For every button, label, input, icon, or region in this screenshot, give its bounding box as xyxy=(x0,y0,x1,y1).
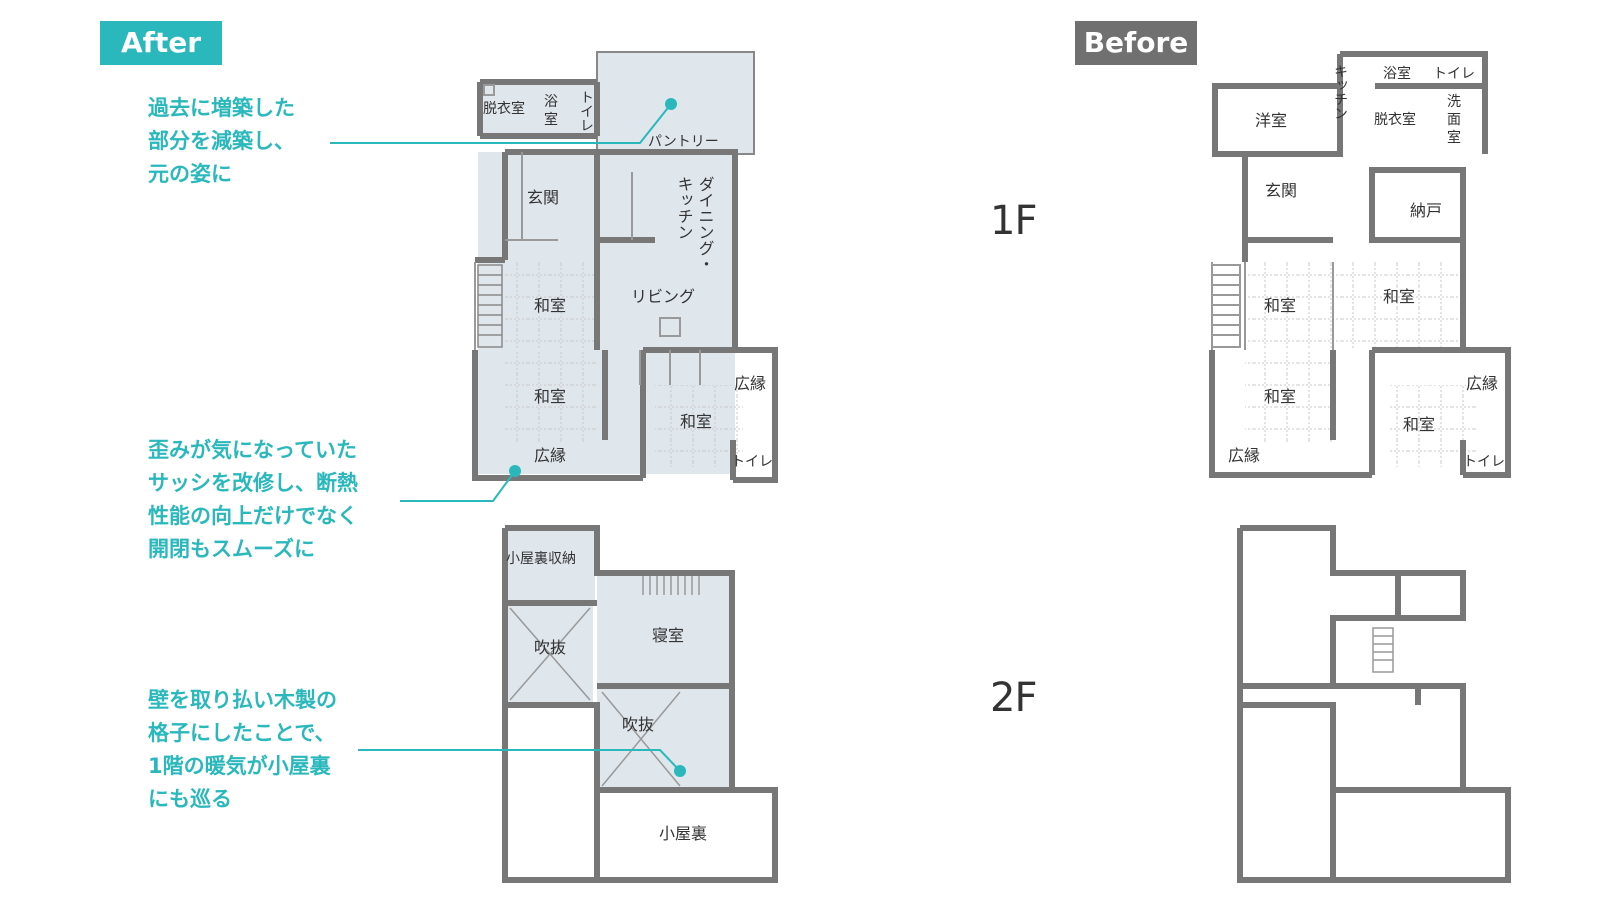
annotation-line: 歪みが気になっていた xyxy=(148,438,357,462)
after-2f-walls xyxy=(502,525,778,883)
room-pantry: パントリー xyxy=(648,134,719,150)
before-room-hiroen-a: 広縁 xyxy=(1228,446,1260,465)
after-1f-plan: 脱衣室 浴 室 トイレ パントリー ダイニング・ キッチン 玄関 リビング 和室… xyxy=(472,51,778,483)
before-tatami-b xyxy=(1333,262,1463,350)
room-toilet: トイレ xyxy=(731,454,773,470)
before-badge: Before xyxy=(1075,21,1197,65)
before-tatami-a xyxy=(1245,262,1333,350)
before-room-washitsu-a: 和室 xyxy=(1264,296,1296,315)
annotation-line: 元の姿に xyxy=(148,162,232,186)
before-room-yokushitsu: 浴室 xyxy=(1383,65,1411,82)
leader-line-reduction xyxy=(330,103,672,144)
tatami-b xyxy=(505,352,597,442)
room-bath-1: 浴 xyxy=(544,94,558,110)
room-dining: ダイニング・ xyxy=(696,176,715,272)
tatami-c xyxy=(655,385,743,467)
leader-line-sash xyxy=(400,470,516,502)
annotation-sash: 歪みが気になっていた サッシを改修し、断熱 性能の向上だけでなく 開閉もスムーズ… xyxy=(148,434,358,566)
annotation-line: 性能の向上だけでなく xyxy=(148,504,358,528)
annotation-reduction: 過去に増築した 部分を減築し、 元の姿に xyxy=(148,92,295,191)
before-tatami-c xyxy=(1245,352,1333,442)
annotation-line: 1階の暖気が小屋裏 xyxy=(148,754,331,778)
before-room-washitsu-c: 和室 xyxy=(1264,387,1296,406)
after-1f-walls xyxy=(472,79,778,483)
room-genkan: 玄関 xyxy=(527,188,559,207)
annotation-line: 壁を取り払い木製の xyxy=(148,688,337,712)
tatami-a xyxy=(505,260,597,350)
before-room-hiroen-b: 広縁 xyxy=(1466,374,1498,393)
before-1f-plan: キッチン 浴室 トイレ 洋室 脱衣室 洗 面 室 玄関 納戸 和室 和室 和室 … xyxy=(1209,51,1511,478)
annotation-line: 部分を減築し、 xyxy=(148,129,295,153)
room-kitchen: キッチン xyxy=(675,176,694,240)
bath-fill xyxy=(480,82,597,134)
annotation-line: 格子にしたことで、 xyxy=(148,721,336,745)
before-room-genkan: 玄関 xyxy=(1265,181,1297,200)
room-living: リビング xyxy=(631,287,695,306)
room-shinshitsu: 寝室 xyxy=(652,626,684,645)
room-fukinuke-b: 吹抜 xyxy=(622,715,654,734)
before-room-toilet: トイレ xyxy=(1463,454,1505,470)
annotation-line: サッシを改修し、断熱 xyxy=(148,471,358,495)
annotation-line: 開閉もスムーズに xyxy=(148,537,315,561)
room-fukinuke-a: 吹抜 xyxy=(534,638,566,657)
annotation-line: にも巡る xyxy=(148,787,232,811)
room-washitsu-a: 和室 xyxy=(534,296,566,315)
before-room-yoshitsu: 洋室 xyxy=(1255,111,1287,130)
room-koyaura: 小屋裏 xyxy=(659,824,707,843)
room-koyaura-shuno: 小屋裏収納 xyxy=(506,550,576,567)
leader-line-lattice xyxy=(358,749,681,772)
before-room-washitsu-b: 和室 xyxy=(1383,287,1415,306)
room-datsuijo: 脱衣室 xyxy=(483,100,525,117)
before-2f-plan xyxy=(1237,525,1511,883)
before-room-senmen-2: 面 xyxy=(1447,112,1461,128)
before-room-toilet-top: トイレ xyxy=(1433,66,1475,82)
room-bath-2: 室 xyxy=(544,111,558,128)
after-2f-plan: 小屋裏収納 吹抜 寝室 吹抜 小屋裏 xyxy=(502,525,778,883)
before-room-senmen-3: 室 xyxy=(1447,129,1461,146)
room-toilet-top: トイレ xyxy=(578,90,594,132)
annotation-line: 過去に増築した xyxy=(148,96,295,120)
before-room-senmen-1: 洗 xyxy=(1447,94,1461,110)
before-room-kitchen: キッチン xyxy=(1332,64,1348,120)
room-washitsu-c: 和室 xyxy=(680,412,712,431)
before-2f-walls xyxy=(1237,525,1511,883)
after-badge: After xyxy=(100,21,222,65)
room-washitsu-b: 和室 xyxy=(534,387,566,406)
floor-label-1f: 1F xyxy=(990,198,1037,244)
storage-fill xyxy=(505,530,595,600)
before-room-datsuijo: 脱衣室 xyxy=(1374,111,1416,128)
room-hiroen-b: 広縁 xyxy=(734,374,766,393)
floor-label-2f: 2F xyxy=(990,675,1037,721)
room-hiroen-a: 広縁 xyxy=(534,446,566,465)
before-room-washitsu-d: 和室 xyxy=(1403,415,1435,434)
before-room-nando: 納戸 xyxy=(1410,201,1442,220)
before-1f-walls xyxy=(1209,51,1511,478)
annotation-lattice: 壁を取り払い木製の 格子にしたことで、 1階の暖気が小屋裏 にも巡る xyxy=(148,684,337,816)
fukinuke-b-fill xyxy=(597,686,732,791)
